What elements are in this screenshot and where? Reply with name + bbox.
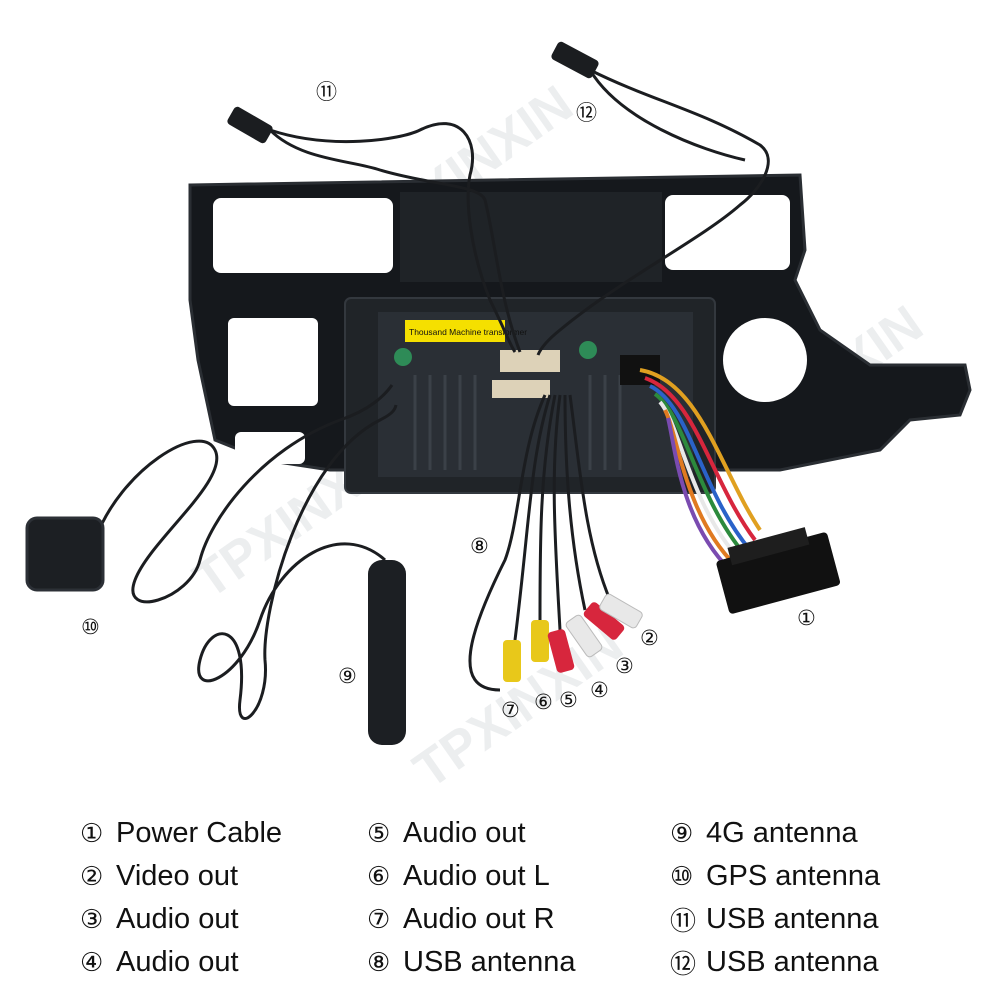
legend-label: Power Cable: [116, 817, 283, 849]
callout-9: ⑨: [338, 664, 357, 688]
legend-number: ⑩: [670, 861, 694, 892]
legend-label: GPS antenna: [706, 860, 881, 892]
legend-column-1: ① Power Cable ② Video out ③ Audio out ④ Audi…: [80, 812, 282, 984]
green-screw: [579, 341, 597, 359]
legend-number: ⑨: [670, 818, 694, 849]
legend-label: USB antenna: [706, 903, 879, 935]
callout-1: ①: [797, 606, 816, 630]
legend-item: ⑦ Audio out R: [367, 898, 576, 941]
rca-plug-white: [599, 593, 643, 629]
callout-8: ⑧: [470, 534, 489, 558]
legend-number: ⑪: [670, 907, 697, 937]
callout-6: ⑥: [534, 690, 553, 714]
legend-number: ④: [80, 947, 104, 978]
legend-item: ⑧ USB antenna: [367, 941, 576, 984]
callout-4: ④: [590, 678, 609, 702]
legend-number: ⑥: [367, 861, 391, 892]
callout-11: ⑪: [316, 80, 337, 104]
legend-number: ⑫: [670, 950, 697, 980]
callouts: ① ② ③ ④ ⑤ ⑥ ⑦ ⑧ ⑨ ⑩ ⑪ ⑫: [81, 80, 816, 722]
rca-plug-yellow: [503, 640, 521, 682]
yellow-sticker: [405, 320, 505, 342]
legend-item: ⑪ USB antenna: [670, 898, 880, 941]
legend-number: ③: [80, 904, 104, 935]
legend-number: ⑤: [367, 818, 391, 849]
callout-12: ⑫: [576, 101, 597, 125]
callout-5: ⑤: [559, 688, 578, 712]
legend-item: ① Power Cable: [80, 812, 282, 855]
legend-column-2: ⑤ Audio out ⑥ Audio out L ⑦ Audio out R ⑧ US…: [367, 812, 576, 984]
vent-cutout-right: [665, 195, 790, 270]
legend-item: ⑩ GPS antenna: [670, 855, 880, 898]
legend-label: Audio out R: [403, 903, 555, 935]
legend-item: ② Video out: [80, 855, 282, 898]
callout-7: ⑦: [501, 698, 520, 722]
legend-number: ⑦: [367, 904, 391, 935]
vent-cutout-left: [213, 198, 393, 273]
rca-plug-white: [565, 614, 603, 658]
sticker-text: Thousand Machine transformer: [409, 327, 527, 337]
legend-label: USB antenna: [706, 946, 879, 978]
legend-item: ⑨ 4G antenna: [670, 812, 880, 855]
green-screw: [394, 348, 412, 366]
top-bracket: [400, 192, 662, 282]
rca-plug-red: [547, 629, 575, 673]
power-harness: [639, 368, 762, 572]
legend-number: ⑧: [367, 947, 391, 978]
legend-label: USB antenna: [403, 946, 576, 978]
legend-label: Audio out: [116, 946, 239, 978]
round-cutout: [723, 318, 807, 402]
4g-antenna: [197, 404, 406, 745]
callout-3: ③: [615, 654, 634, 678]
legend-item: ⑫ USB antenna: [670, 941, 880, 984]
unit-connector: [500, 350, 560, 372]
callout-2: ②: [640, 626, 659, 650]
usb-cables: [268, 68, 770, 356]
legend-label: Audio out: [116, 903, 239, 935]
legend-item: ③ Audio out: [80, 898, 282, 941]
lower-cutout: [235, 432, 305, 464]
legend-item: ④ Audio out: [80, 941, 282, 984]
unit-connector: [492, 380, 550, 398]
legend-label: Audio out: [403, 817, 526, 849]
heatsink-fins: [413, 375, 622, 470]
callout-10: ⑩: [81, 615, 100, 639]
legend-item: ⑤ Audio out: [367, 812, 576, 855]
legend: ① Power Cable ② Video out ③ Audio out ④ Audi…: [0, 812, 1000, 992]
gps-antenna: [25, 384, 394, 604]
head-unit-photo: TPXINXIN TPXINXIN TPXINXIN TPXINXIN Thou…: [25, 41, 972, 800]
power-connector: [716, 527, 840, 614]
legend-label: 4G antenna: [706, 817, 858, 849]
rca-plug-yellow: [531, 620, 549, 662]
rca-plug-red: [583, 602, 625, 640]
rca-plugs: [503, 593, 643, 682]
usb-plug-11: [227, 106, 273, 144]
usb-plug-12: [551, 41, 599, 79]
side-cutout: [228, 318, 318, 406]
legend-item: ⑥ Audio out L: [367, 855, 576, 898]
legend-label: Video out: [116, 860, 239, 892]
legend-number: ②: [80, 861, 104, 892]
legend-number: ①: [80, 818, 104, 849]
legend-label: Audio out L: [403, 860, 550, 892]
rca-cables: [468, 394, 612, 692]
